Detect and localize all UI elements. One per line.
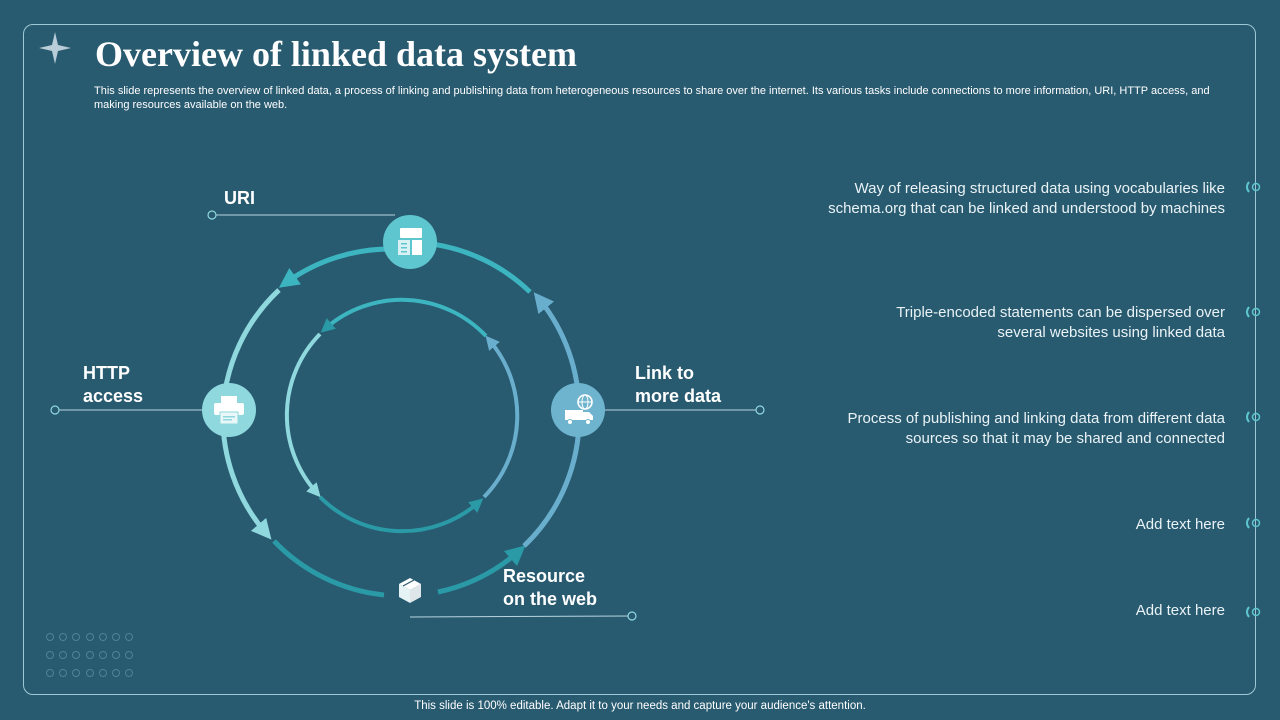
http-node[interactable] [202, 383, 256, 437]
uri-node[interactable] [383, 215, 437, 269]
slide-frame [23, 24, 1256, 695]
description-publishing: Process of publishing and linking data f… [847, 410, 1225, 447]
resource-node[interactable] [399, 578, 421, 603]
inner-arc-left [284, 332, 322, 498]
description-uri: Way of releasing structured data using v… [828, 180, 1225, 217]
page-title: Overview of linked data system [95, 34, 577, 74]
inner-arc-top [320, 297, 488, 338]
link-connector-dot [755, 405, 765, 415]
bullet-marker-icon [1246, 306, 1261, 318]
resource-on-web-label: Resource on the web [503, 566, 597, 609]
description-triples: Triple-encoded statements can be dispers… [896, 304, 1225, 341]
cycle-arc-uri-to-http-head [278, 246, 391, 288]
decorative-dot-grid [46, 633, 138, 677]
cycle-arc-resource-bottom-left [272, 539, 385, 598]
http-access-label: HTTP access [83, 363, 144, 406]
footer-note: This slide is 100% editable. Adapt it to… [414, 700, 866, 712]
sparkle-star-icon [39, 32, 71, 64]
box-icon [399, 578, 421, 603]
page-subtitle: This slide represents the overview of li… [94, 85, 1210, 111]
description-placeholder-2: Add text here [1135, 602, 1225, 619]
bullet-marker-icon [1246, 411, 1261, 423]
cycle-arc-top-right [431, 241, 532, 294]
inner-arc-bottom [318, 495, 484, 534]
delivery-truck-globe-icon [565, 394, 593, 425]
inner-arc-right [482, 335, 520, 499]
resource-connector-line [409, 615, 633, 618]
printer-icon [214, 396, 244, 425]
link-to-more-data-label: Link to more data [635, 363, 722, 406]
http-connector-dot [50, 405, 60, 415]
bullet-marker-icon [1246, 606, 1261, 618]
uri-label: URI [224, 188, 255, 208]
uri-connector-dot [207, 210, 217, 220]
link-node[interactable] [551, 383, 605, 437]
bullet-marker-icon [1246, 517, 1261, 529]
resource-connector-dot [627, 611, 637, 621]
bullet-marker-icon [1246, 181, 1261, 193]
server-files-icon [398, 228, 422, 255]
cycle-arc-resource-to-link [437, 545, 526, 595]
description-placeholder-1: Add text here [1135, 516, 1225, 533]
